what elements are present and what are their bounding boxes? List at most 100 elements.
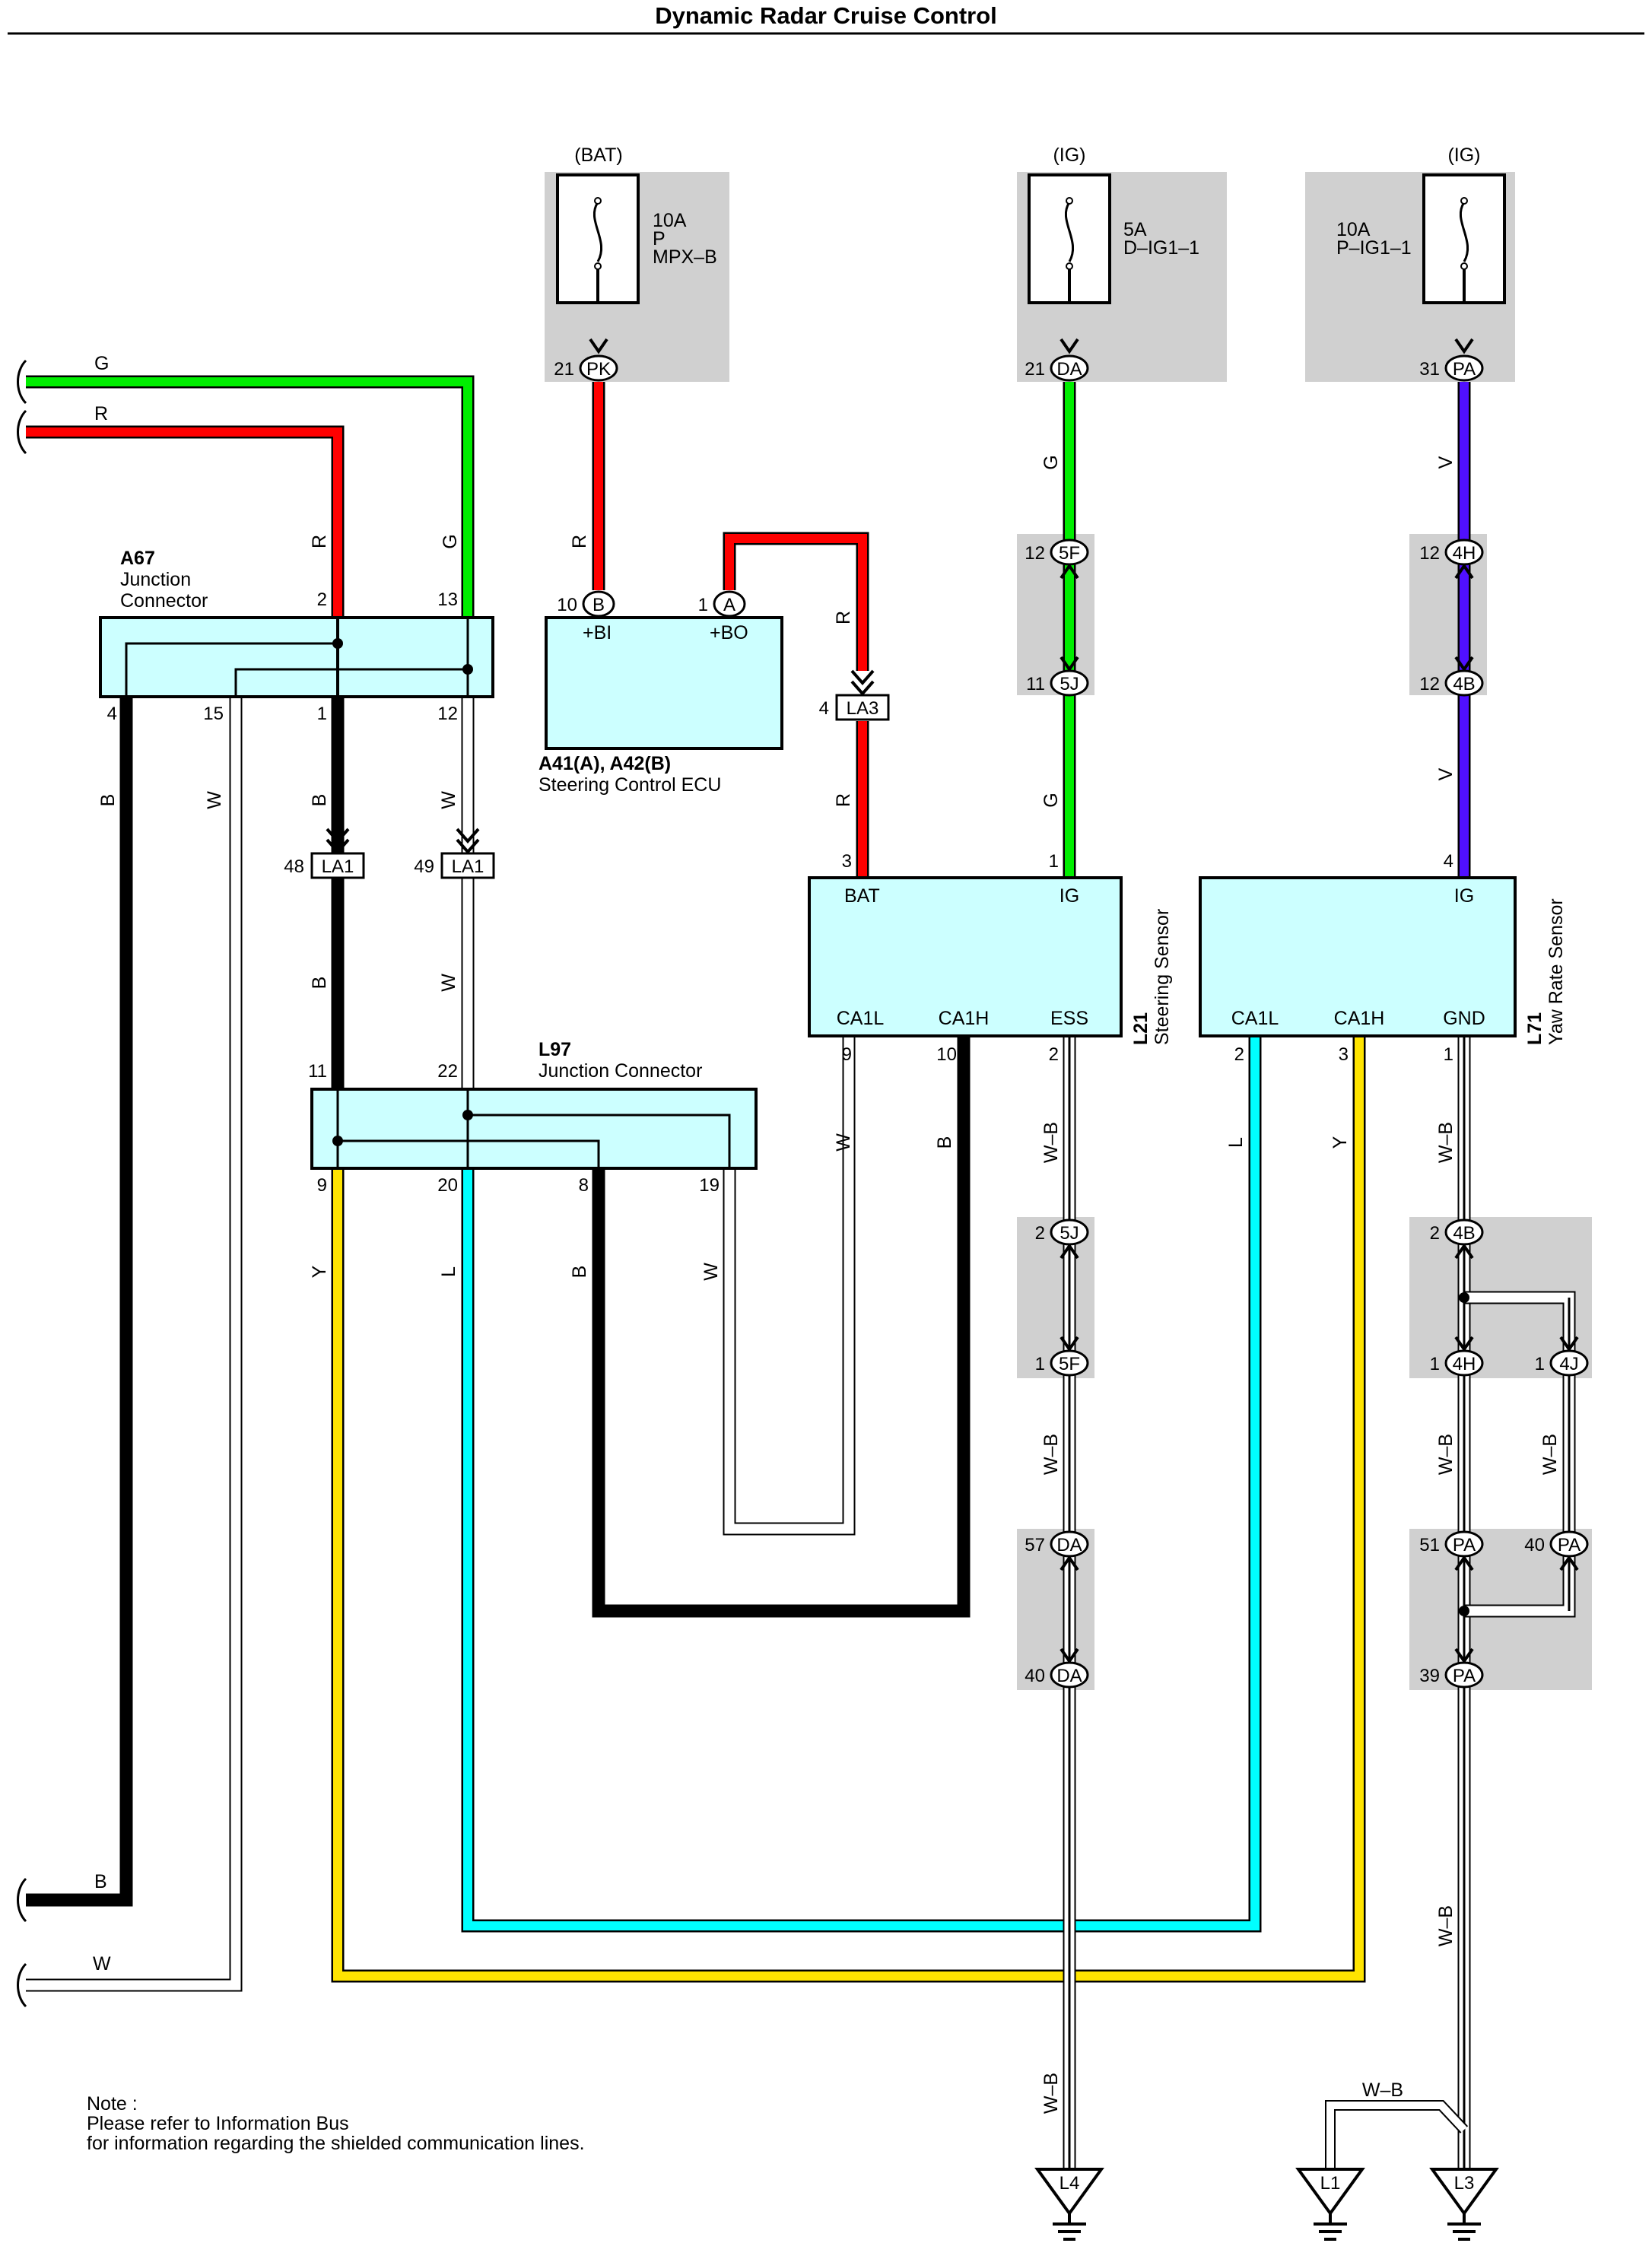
fuse-p-ig1-1: (IG) 10A P–IG1–1 <box>1336 145 1506 304</box>
svg-text:PA: PA <box>1453 1666 1476 1686</box>
svg-text:B: B <box>309 977 330 990</box>
svg-text:2: 2 <box>1430 1223 1440 1244</box>
svg-text:W: W <box>438 791 459 809</box>
offpage-label-g: G <box>94 353 109 374</box>
svg-text:4J: 4J <box>1559 1354 1578 1374</box>
svg-text:PA: PA <box>1453 359 1476 380</box>
offpage-label-w: W <box>93 1953 111 1975</box>
offpage-breaks <box>17 359 27 2008</box>
wire-b-l97-l21 <box>592 1036 971 1618</box>
svg-text:CA1L: CA1L <box>1231 1008 1279 1029</box>
inline-connectors: LA1 48 LA1 49 LA3 4 <box>284 669 890 879</box>
svg-text:48: 48 <box>284 856 304 877</box>
svg-text:19: 19 <box>699 1175 720 1196</box>
fuse-supply-label: (IG) <box>1447 145 1480 166</box>
svg-text:R: R <box>569 535 590 548</box>
fuse-supply-label: (IG) <box>1053 145 1085 166</box>
svg-text:Y: Y <box>309 1265 330 1278</box>
svg-text:W–B: W–B <box>1040 1122 1062 1163</box>
svg-text:+BO: +BO <box>710 622 748 643</box>
offpage-label-r: R <box>94 403 108 424</box>
component-box <box>1199 876 1517 1037</box>
component-box <box>545 616 783 750</box>
svg-text:1: 1 <box>1444 1044 1453 1065</box>
page-title: Dynamic Radar Cruise Control <box>655 2 997 29</box>
svg-text:W–B: W–B <box>1435 1905 1457 1946</box>
svg-text:20: 20 <box>437 1175 458 1196</box>
note-line3: for information regarding the shielded c… <box>87 2133 585 2154</box>
component-name-line1: Junction <box>120 569 191 590</box>
note: Note : Please refer to Information Bus f… <box>87 2093 585 2154</box>
junction-connector-l97: L97 Junction Connector 11 22 9 20 8 19 <box>308 1039 758 1196</box>
fuse-rating: 10A <box>1336 219 1371 240</box>
fuse-element-icon <box>592 202 603 262</box>
svg-text:L4: L4 <box>1060 2173 1080 2194</box>
pin-b-oval <box>582 590 615 618</box>
svg-text:W: W <box>204 791 225 809</box>
svg-text:11: 11 <box>308 1061 327 1082</box>
svg-text:1: 1 <box>317 704 327 724</box>
svg-text:L3: L3 <box>1454 2173 1475 2194</box>
oval-connectors: 5F 12 5J 11 4H 12 4B 12 5J 2 5F 1 DA 57 … <box>1025 539 1589 1689</box>
svg-text:DA: DA <box>1056 1666 1082 1686</box>
svg-text:PK: PK <box>586 359 611 380</box>
fuse-supply-label: (BAT) <box>574 145 622 166</box>
svg-text:CA1H: CA1H <box>1334 1008 1385 1029</box>
svg-text:8: 8 <box>579 1175 589 1196</box>
wire-wb-l1 <box>1325 2100 1469 2169</box>
svg-text:IG: IG <box>1060 885 1079 907</box>
fuse-element-icon <box>1459 202 1469 262</box>
svg-text:L: L <box>438 1266 459 1277</box>
component-code: L21 <box>1130 1012 1152 1045</box>
fuse-line2: P <box>653 228 666 249</box>
svg-text:W: W <box>833 1133 854 1152</box>
component-name: Steering Sensor <box>1152 909 1173 1045</box>
svg-text:L1: L1 <box>1320 2173 1341 2194</box>
svg-text:40: 40 <box>1524 1535 1545 1555</box>
svg-text:G: G <box>1040 793 1062 807</box>
svg-text:5J: 5J <box>1060 1223 1079 1244</box>
svg-text:4: 4 <box>1444 851 1453 872</box>
svg-text:51: 51 <box>1419 1535 1440 1555</box>
svg-text:CA1H: CA1H <box>939 1008 990 1029</box>
svg-text:4: 4 <box>107 704 117 724</box>
svg-text:5F: 5F <box>1059 543 1080 564</box>
svg-text:57: 57 <box>1025 1535 1045 1555</box>
svg-text:21: 21 <box>554 359 574 380</box>
svg-text:G: G <box>440 534 461 548</box>
fuse-connectors: PK 21 DA 21 PA 31 <box>554 338 1484 382</box>
note-line2: Please refer to Information Bus <box>87 2113 349 2134</box>
svg-text:W–B: W–B <box>1435 1122 1457 1163</box>
svg-text:4B: 4B <box>1453 1223 1475 1244</box>
svg-text:49: 49 <box>414 856 434 877</box>
svg-text:11: 11 <box>1026 674 1045 694</box>
steering-control-ecu: +BI +BO A41(A), A42(B) Steering Control … <box>538 590 783 796</box>
component-code: A41(A), A42(B) <box>538 753 671 774</box>
svg-text:1: 1 <box>698 595 708 615</box>
wires <box>26 375 1576 2169</box>
fuse-name: MPX–B <box>653 246 717 268</box>
component-name: Junction Connector <box>538 1060 702 1082</box>
svg-text:1: 1 <box>1430 1354 1440 1374</box>
svg-text:2: 2 <box>317 589 327 610</box>
svg-text:3: 3 <box>1339 1044 1349 1065</box>
junction-connector-a67: A67 Junction Connector 2 13 4 15 1 12 <box>99 548 494 724</box>
svg-text:CA1L: CA1L <box>837 1008 885 1029</box>
svg-text:21: 21 <box>1025 359 1045 380</box>
svg-text:4B: 4B <box>1453 674 1475 694</box>
svg-text:4: 4 <box>819 698 829 719</box>
svg-text:+BI: +BI <box>583 622 612 643</box>
svg-text:LA3: LA3 <box>847 698 879 719</box>
svg-text:LA1: LA1 <box>322 856 354 877</box>
svg-text:10: 10 <box>557 595 577 615</box>
svg-text:GND: GND <box>1443 1008 1485 1029</box>
svg-text:2: 2 <box>1035 1223 1045 1244</box>
svg-text:W–B: W–B <box>1539 1434 1561 1475</box>
svg-text:12: 12 <box>1025 543 1045 564</box>
svg-text:2: 2 <box>1049 1044 1059 1065</box>
ground-l1-icon: L1 <box>1295 2168 1365 2241</box>
svg-text:13: 13 <box>437 589 458 610</box>
svg-text:G: G <box>1040 455 1062 469</box>
svg-text:W–B: W–B <box>1040 1434 1062 1475</box>
